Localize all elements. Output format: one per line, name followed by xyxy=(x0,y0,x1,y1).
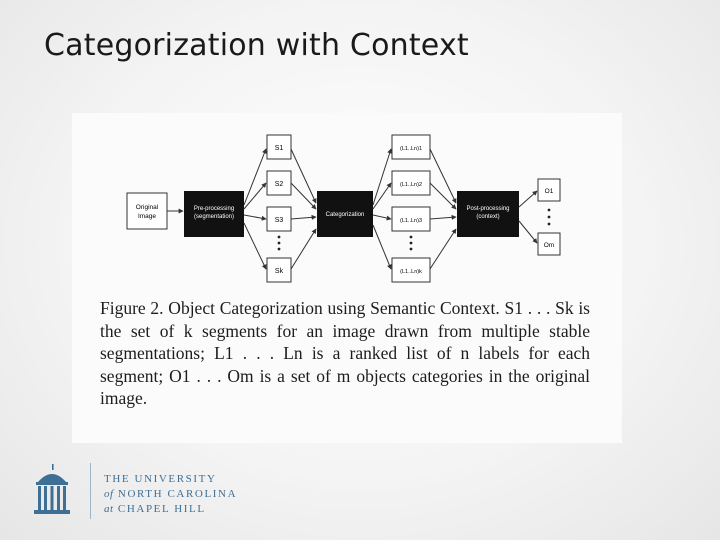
postprocessing-node: Post-processing (context) xyxy=(457,191,519,237)
label-list-ellipsis xyxy=(409,235,413,251)
segment-sk-node: Sk xyxy=(266,257,292,283)
slide-title: Categorization with Context xyxy=(44,28,469,63)
figure-panel: Original Image Pre-processing (segmentat… xyxy=(72,113,622,443)
original-image-label-2: Image xyxy=(138,213,156,220)
postprocessing-label-1: Post-processing xyxy=(466,206,509,212)
label-list-2-label: (L1..Ln)2 xyxy=(400,182,422,188)
figure-caption: Figure 2. Object Categorization using Se… xyxy=(100,298,590,409)
logo-line-2-prefix: of xyxy=(104,488,114,500)
segment-sk-label: Sk xyxy=(275,268,284,275)
preprocessing-label-2: (segmentation) xyxy=(194,214,234,220)
output-o1-node: O1 xyxy=(537,178,561,202)
label-list-3-label: (L1..Ln)3 xyxy=(400,218,422,224)
logo-line-2-main: NORTH CAROLINA xyxy=(117,488,238,500)
label-list-k-label: (L1..Ln)k xyxy=(400,269,422,275)
output-o1-label: O1 xyxy=(545,188,554,195)
flow-arrows xyxy=(167,148,538,270)
label-list-k-node: (L1..Ln)k xyxy=(391,257,431,283)
output-om-node: Om xyxy=(537,232,561,256)
segment-s3-label: S3 xyxy=(275,217,284,224)
segment-s3-node: S3 xyxy=(266,206,292,232)
logo-line-3-prefix: at xyxy=(104,503,114,515)
categorization-label: Categorization xyxy=(326,212,365,218)
original-image-node: Original Image xyxy=(126,192,168,230)
preprocessing-label-1: Pre-processing xyxy=(194,206,234,212)
output-om-label: Om xyxy=(544,242,554,249)
logo-text-line-3: at CHAPEL HILL xyxy=(104,503,206,515)
logo-text-line-1: THE UNIVERSITY xyxy=(104,473,217,485)
label-list-3-node: (L1..Ln)3 xyxy=(391,206,431,232)
preprocessing-node: Pre-processing (segmentation) xyxy=(184,191,244,237)
segment-s1-label: S1 xyxy=(275,145,284,152)
logo-line-3-main: CHAPEL HILL xyxy=(117,503,206,515)
label-list-2-node: (L1..Ln)2 xyxy=(391,170,431,196)
segment-ellipsis xyxy=(277,235,281,251)
original-image-label-1: Original xyxy=(136,204,159,211)
segment-s2-label: S2 xyxy=(275,181,284,188)
university-logo xyxy=(34,464,70,514)
label-list-1-node: (L1..Ln)1 xyxy=(391,134,431,160)
label-list-1-label: (L1..Ln)1 xyxy=(400,146,422,152)
segment-s2-node: S2 xyxy=(266,170,292,196)
pipeline-diagram: Original Image Pre-processing (segmentat… xyxy=(126,134,561,283)
logo-divider xyxy=(90,463,91,519)
old-well-icon xyxy=(34,464,70,514)
segment-s1-node: S1 xyxy=(266,134,292,160)
logo-text-line-2: of NORTH CAROLINA xyxy=(104,488,237,500)
postprocessing-label-2: (context) xyxy=(476,214,499,220)
output-ellipsis xyxy=(547,208,551,226)
categorization-node: Categorization xyxy=(317,191,373,237)
